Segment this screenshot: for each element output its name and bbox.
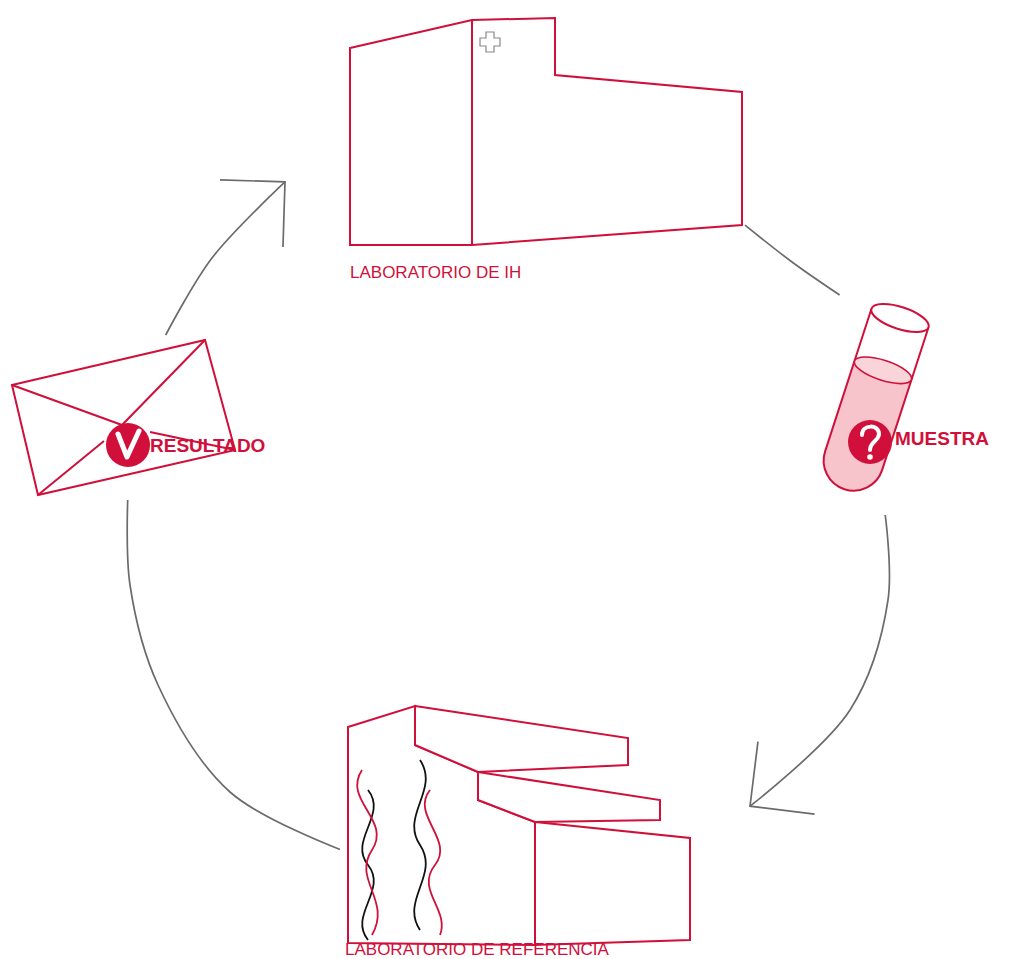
- reference-lab: LABORATORIO DE REFERENCIA: [340, 700, 750, 959]
- lab-label: LABORATORIO DE IH: [350, 264, 521, 281]
- dna-strand: [357, 770, 378, 935]
- dna-strand: [414, 760, 426, 930]
- node-illustration: [8, 335, 300, 500]
- node-illustration: [770, 295, 1010, 515]
- test-tube: [816, 298, 932, 498]
- step-label: RESULTADO: [150, 436, 265, 455]
- cross-symbol: [480, 32, 500, 52]
- node-illustration: [285, 15, 745, 290]
- question-dot: [867, 454, 873, 460]
- hospital-lab: LABORATORIO DE IH: [285, 15, 745, 290]
- flow-arrow: [127, 500, 340, 849]
- flow-arrow: [750, 515, 889, 806]
- tube-mouth: [868, 298, 932, 337]
- question-badge: [848, 420, 892, 464]
- envelope-outline: [12, 340, 235, 495]
- dna-strand: [425, 790, 442, 935]
- building-outline: [350, 18, 742, 245]
- step-label: MUESTRA: [895, 429, 989, 448]
- envelope-flap: [12, 340, 205, 425]
- building-block: [478, 772, 660, 822]
- flow-arrow: [745, 225, 840, 295]
- check-symbol: [118, 431, 139, 457]
- sample-tube: MUESTRA: [770, 295, 1010, 515]
- check-badge: [106, 423, 150, 467]
- building-edge: [471, 20, 473, 245]
- building-block: [535, 822, 690, 945]
- building-block: [415, 706, 628, 772]
- result-envelope: RESULTADO: [8, 335, 300, 500]
- flow-arrow: [166, 182, 285, 335]
- liquid-surface: [851, 352, 914, 390]
- question-symbol: [862, 427, 879, 450]
- node-illustration: [340, 700, 750, 959]
- tube-body: [816, 309, 929, 499]
- lab-label: LABORATORIO DE REFERENCIA: [345, 941, 609, 958]
